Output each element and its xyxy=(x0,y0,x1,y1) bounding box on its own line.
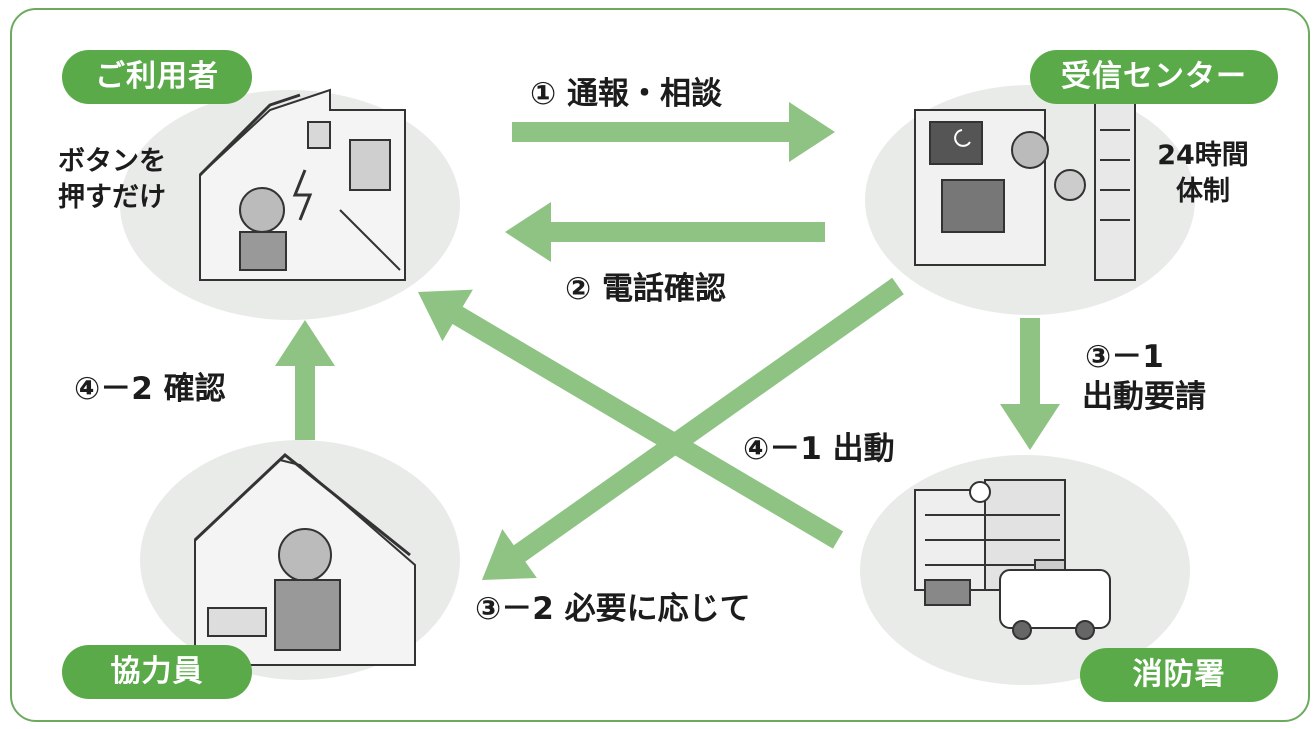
arrow-4-2-confirm xyxy=(275,320,335,440)
center-note-line2: 体制 xyxy=(1176,176,1230,207)
flow-label-2: ② 電話確認 xyxy=(565,271,727,307)
flow-label-3-1-line1: ③－1 xyxy=(1085,339,1164,375)
fire-badge: 消防署 xyxy=(1080,648,1278,702)
helper-badge: 協力員 xyxy=(62,645,252,699)
flow-label-3-1-line2: 出動要請 xyxy=(1082,379,1206,415)
arrow-3-2-as-needed xyxy=(482,277,904,580)
arrow-3-1-dispatch xyxy=(1000,318,1060,450)
arrow-1-report xyxy=(512,102,835,162)
flow-label-4-1: ④－1 出動 xyxy=(743,431,895,467)
fire-station-ambulance-scene xyxy=(914,479,1111,640)
user-badge: ご利用者 xyxy=(62,50,252,104)
house-alarm-scene xyxy=(198,88,406,281)
center-note-line1: 24時間 xyxy=(1157,140,1249,171)
flow-label-3-2: ③－2 必要に応じて xyxy=(475,591,751,627)
user-note-line1: ボタンを xyxy=(58,146,166,177)
house-phone-scene xyxy=(193,453,416,666)
arrow-2-phone-check xyxy=(505,202,825,262)
flow-label-1: ① 通報・相談 xyxy=(530,76,723,112)
operator-monitor-scene xyxy=(914,99,1136,281)
user-note-line2: 押すだけ xyxy=(58,182,166,213)
flow-label-4-2: ④－2 確認 xyxy=(74,371,226,407)
arrow-4-1-dispatch xyxy=(418,289,844,549)
center-badge: 受信センター xyxy=(1030,50,1278,104)
